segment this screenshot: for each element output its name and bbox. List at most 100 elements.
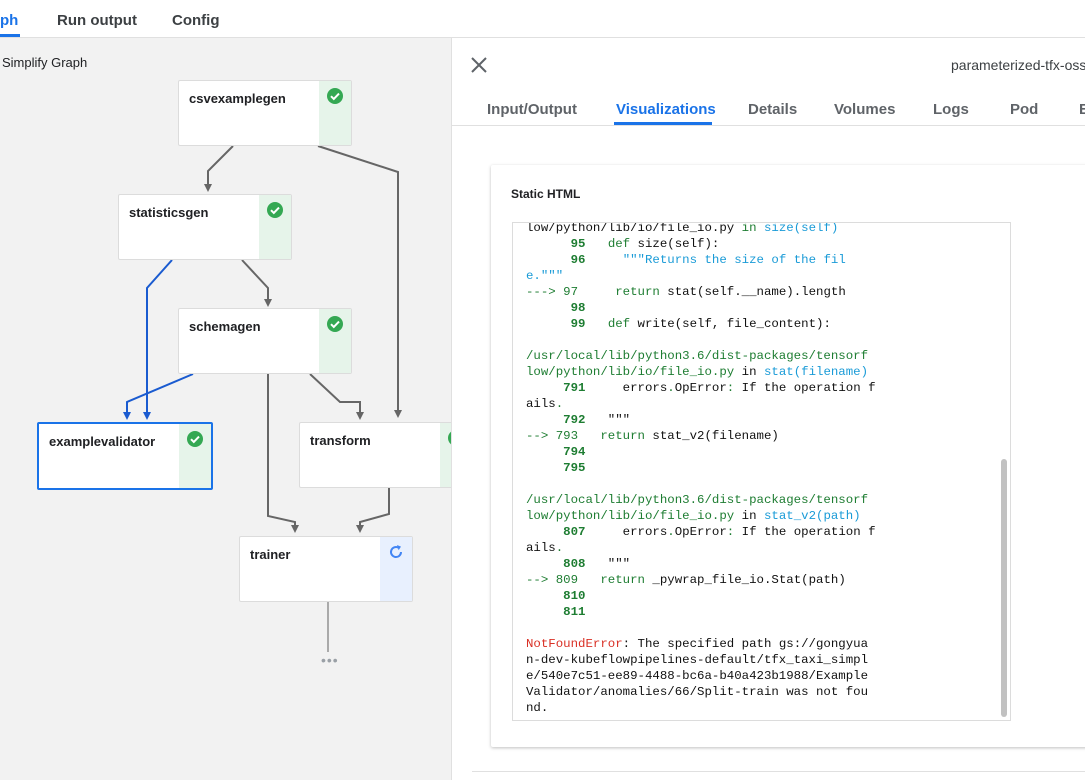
- viz-title: Static HTML: [511, 187, 581, 201]
- code-line: 807 errors.OpError: If the operation f: [526, 524, 875, 540]
- code-token: """: [585, 557, 631, 571]
- code-token: 98: [526, 301, 586, 315]
- code-token: def: [607, 317, 631, 331]
- panel-tab-bar: Input/Output Visualizations Details Volu…: [452, 88, 1085, 126]
- code-line: e.""": [526, 268, 876, 284]
- code-token: /usr/local/lib/python3.6/dist-packages/t…: [526, 493, 869, 507]
- static-html-frame[interactable]: low/python/lib/io/file_io.py in size(sel…: [512, 222, 1011, 721]
- code-token: .: [555, 541, 564, 555]
- code-token: ails: [526, 397, 556, 411]
- node-status-succeeded: [259, 195, 291, 259]
- code-token: :: [726, 381, 735, 395]
- code-line: Validator/anomalies/66/Split-train was n…: [526, 684, 876, 700]
- code-line: 792 """: [526, 412, 876, 428]
- code-token: .: [667, 525, 675, 539]
- code-token: in: [741, 365, 764, 379]
- code-token: stat_v2(path): [763, 509, 861, 523]
- code-token: 808: [526, 557, 586, 571]
- code-token: return: [600, 573, 645, 587]
- static-html-card: Static HTML low/python/lib/io/file_io.py…: [491, 165, 1085, 747]
- node-schemagen[interactable]: schemagen: [178, 308, 352, 374]
- code-token: ails: [526, 541, 556, 555]
- tab-pod[interactable]: Pod: [1010, 101, 1039, 118]
- node-examplevalidator[interactable]: examplevalidator: [37, 422, 213, 490]
- more-nodes-icon[interactable]: •••: [321, 652, 339, 668]
- code-line: /usr/local/lib/python3.6/dist-packages/t…: [526, 492, 876, 508]
- tab-visualizations[interactable]: Visualizations: [616, 101, 716, 118]
- code-token: NotFoundError: [526, 637, 623, 651]
- code-token: OpError: [674, 525, 727, 539]
- code-line: 795: [526, 460, 876, 476]
- code-line: ---> 97 return stat(self.__name).length: [526, 284, 876, 300]
- code-line: /usr/local/lib/python3.6/dist-packages/t…: [526, 348, 876, 364]
- pipeline-graph[interactable]: Simplify Graph csvexamplegen: [0, 38, 451, 780]
- error-traceback: low/python/lib/io/file_io.py in size(sel…: [526, 222, 876, 716]
- code-token: size(self): [763, 222, 839, 235]
- code-line: [526, 332, 876, 348]
- check-circle-icon: [327, 316, 343, 332]
- code-line: --> 793 return stat_v2(filename): [526, 428, 876, 444]
- code-line: 808 """: [526, 556, 876, 572]
- code-token: 792: [526, 413, 586, 427]
- code-line: low/python/lib/io/file_io.py in stat_v2(…: [526, 508, 876, 524]
- node-label: schemagen: [189, 319, 261, 334]
- code-line: [526, 620, 876, 636]
- code-token: 99: [526, 317, 586, 331]
- node-transform[interactable]: transform: [299, 422, 451, 488]
- scrollbar-thumb[interactable]: [1001, 459, 1007, 717]
- node-label: statisticsgen: [129, 205, 209, 220]
- node-status-succeeded: [319, 81, 351, 145]
- tab-details[interactable]: Details: [748, 101, 798, 118]
- node-status-succeeded: [319, 309, 351, 373]
- pipeline-run-name: parameterized-tfx-oss-: [951, 57, 1085, 73]
- code-line: ails.: [526, 540, 876, 556]
- code-token: 807: [526, 525, 586, 539]
- code-line: e/540e7c51-ee89-4488-bc6a-b40a423b1988/E…: [526, 668, 876, 684]
- code-line: nd.: [526, 700, 876, 716]
- code-token: .: [667, 381, 675, 395]
- code-token: return: [615, 285, 660, 299]
- node-details-panel: parameterized-tfx-oss- Input/Output Visu…: [451, 38, 1085, 780]
- node-label: transform: [310, 433, 371, 448]
- code-line: low/python/lib/io/file_io.py in size(sel…: [526, 222, 876, 236]
- code-token: [586, 237, 608, 251]
- code-token: 96: [526, 253, 586, 267]
- close-button[interactable]: [469, 55, 489, 75]
- simplify-graph-label[interactable]: Simplify Graph: [2, 55, 88, 70]
- code-line: 95 def size(self):: [526, 236, 876, 252]
- divider: [472, 771, 1085, 772]
- code-token: n-dev-kubeflowpipelines-default/tfx_taxi…: [526, 653, 869, 667]
- edge-csvexamplegen-transform: [317, 145, 402, 418]
- tab-input-output[interactable]: Input/Output: [487, 101, 577, 118]
- node-label: examplevalidator: [49, 434, 156, 449]
- tab-run-output[interactable]: Run output: [57, 12, 137, 29]
- code-token: [586, 253, 623, 267]
- code-line: 99 def write(self, file_content):: [526, 316, 876, 332]
- node-trainer[interactable]: trainer: [239, 536, 413, 602]
- edge-csvexamplegen-statisticsgen: [204, 145, 234, 192]
- code-line: 791 errors.OpError: If the operation f: [526, 380, 875, 396]
- code-token: [578, 285, 615, 299]
- code-line: low/python/lib/io/file_io.py in stat(fil…: [526, 364, 876, 380]
- tab-config[interactable]: Config: [172, 12, 220, 29]
- tab-graph[interactable]: ph: [0, 12, 19, 29]
- code-token: [578, 429, 600, 443]
- node-csvexamplegen[interactable]: csvexamplegen: [178, 80, 352, 146]
- code-token: [586, 317, 608, 331]
- tab-volumes[interactable]: Volumes: [834, 101, 896, 118]
- code-token: --> 809: [526, 573, 579, 587]
- edge-statisticsgen-examplevalidator: [143, 259, 173, 420]
- code-token: low/python/lib/io/file_io.py: [526, 365, 742, 379]
- code-token: """: [585, 413, 631, 427]
- code-token: .: [555, 397, 564, 411]
- code-token: errors: [585, 381, 668, 395]
- edge-schemagen-examplevalidator: [123, 373, 194, 420]
- tab-logs[interactable]: Logs: [933, 101, 969, 118]
- node-statisticsgen[interactable]: statisticsgen: [118, 194, 292, 260]
- code-line: NotFoundError: The specified path gs://g…: [526, 636, 876, 652]
- code-line: [526, 476, 876, 492]
- code-token: ---> 97: [526, 285, 579, 299]
- tab-events[interactable]: E: [1079, 101, 1085, 118]
- code-token: Validator/anomalies/66/Split-train was n…: [526, 685, 869, 699]
- code-token: stat_v2(filename): [645, 429, 779, 443]
